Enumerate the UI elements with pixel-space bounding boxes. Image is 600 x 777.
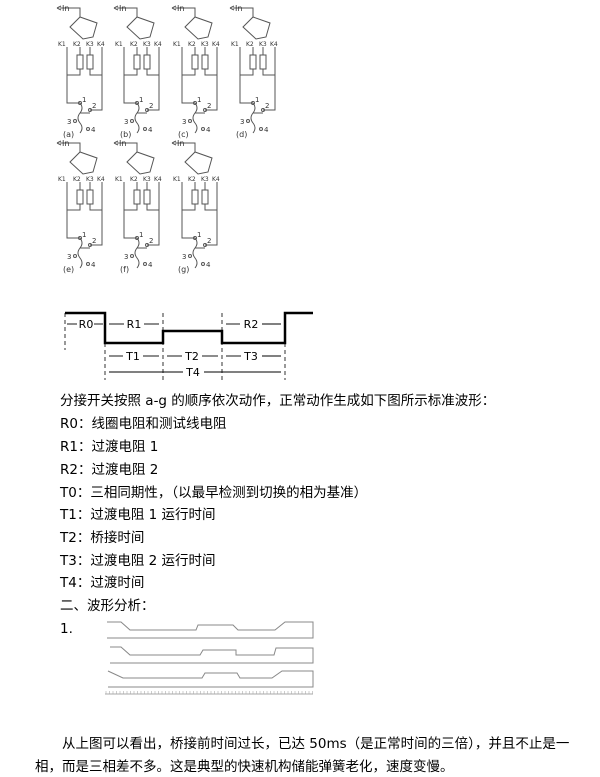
def-r0: R0：线圈电阻和测试线电阻 [60,416,227,432]
svg-text:K4: K4 [212,176,220,183]
svg-text:4: 4 [206,126,211,134]
svg-text:4: 4 [148,261,153,269]
svg-text:4: 4 [264,126,269,134]
def-r1: R1：过渡电阻 1 [60,439,159,455]
svg-text:2: 2 [149,102,153,110]
def-t2: T2：桥接时间 [60,530,145,546]
def-r2: R2：过渡电阻 2 [60,462,159,478]
label-r1: R1 [127,318,142,331]
def-t4: T4：过渡时间 [60,575,145,591]
circuit-panel [171,5,218,134]
svg-text:K3: K3 [201,176,209,183]
def-t3: T3：过渡电阻 2 运行时间 [60,553,216,569]
svg-text:2: 2 [265,102,269,110]
intro-text: 分接开关按照 a-g 的顺序依次动作，正常动作生成如下图所示标准波形： [60,393,496,409]
svg-text:K2: K2 [73,176,81,183]
svg-text:In: In [62,4,69,13]
svg-text:K3: K3 [143,176,151,183]
svg-text:2: 2 [92,102,96,110]
svg-text:K4: K4 [270,41,278,48]
label-r2: R2 [244,318,259,331]
circuit-panel [113,140,160,269]
svg-text:2: 2 [92,237,96,245]
svg-text:2: 2 [149,237,153,245]
svg-text:1: 1 [82,231,86,239]
svg-text:2: 2 [207,102,211,110]
svg-text:In: In [119,139,126,148]
svg-text:4: 4 [206,261,211,269]
label-t4: T4 [185,366,200,379]
label-t2: T2 [184,350,199,363]
standard-waveform-diagram: R0 R1 R2 T1 T2 T3 T4 [64,311,313,380]
svg-text:K3: K3 [143,41,151,48]
svg-text:1: 1 [197,96,201,104]
svg-text:K2: K2 [130,176,138,183]
svg-text:K2: K2 [188,176,196,183]
section-heading: 二、波形分析： [60,598,155,614]
label-t3: T3 [243,350,258,363]
svg-text:K4: K4 [154,41,162,48]
svg-text:K4: K4 [212,41,220,48]
svg-text:(a): (a) [63,130,74,139]
def-t0: T0：三相同期性，（以最早检测到切换的相为基准） [60,485,368,501]
circuit-panel [56,140,103,269]
conclusion-paragraph: 从上图可以看出，桥接前时间过长，已达 50ms（是正常时间的三倍），并且不止是一… [35,736,570,775]
label-t1: T1 [125,350,140,363]
circuit-panel [229,5,276,134]
svg-text:1: 1 [197,231,201,239]
svg-text:K3: K3 [86,41,94,48]
svg-text:In: In [62,139,69,148]
svg-text:1: 1 [255,96,259,104]
label-r0: R0 [79,318,94,331]
svg-text:K3: K3 [259,41,267,48]
svg-text:3: 3 [240,118,244,126]
item-number: 1. [60,621,73,637]
svg-text:4: 4 [91,261,96,269]
svg-text:1: 1 [139,96,143,104]
svg-text:K4: K4 [154,176,162,183]
svg-text:K4: K4 [97,41,105,48]
svg-text:1: 1 [82,96,86,104]
svg-text:K1: K1 [231,41,239,48]
svg-text:In: In [235,4,242,13]
svg-text:1: 1 [139,231,143,239]
svg-text:(b): (b) [120,130,131,139]
svg-text:4: 4 [148,126,153,134]
svg-text:4: 4 [91,126,96,134]
circuit-panel [56,5,103,134]
svg-text:K2: K2 [246,41,254,48]
recorded-waveforms [105,621,314,695]
svg-text:K2: K2 [188,41,196,48]
svg-text:(f): (f) [120,265,129,274]
svg-text:K3: K3 [86,176,94,183]
svg-text:(d): (d) [236,130,247,139]
svg-text:(c): (c) [178,130,189,139]
svg-text:K1: K1 [173,176,181,183]
svg-text:K2: K2 [130,41,138,48]
svg-text:In: In [177,4,184,13]
circuit-panel [113,5,160,134]
svg-text:3: 3 [124,118,128,126]
svg-text:K2: K2 [73,41,81,48]
circuit-panel [171,140,218,269]
svg-text:2: 2 [207,237,211,245]
svg-text:K3: K3 [201,41,209,48]
svg-text:In: In [119,4,126,13]
svg-text:K4: K4 [97,176,105,183]
svg-text:K1: K1 [58,176,66,183]
svg-text:K1: K1 [173,41,181,48]
def-t1: T1：过渡电阻 1 运行时间 [60,507,216,523]
svg-text:3: 3 [182,118,186,126]
svg-text:K1: K1 [115,41,123,48]
svg-text:K1: K1 [58,41,66,48]
svg-text:(e): (e) [63,265,74,274]
svg-text:In: In [177,139,184,148]
svg-text:(g): (g) [178,265,189,274]
svg-text:K1: K1 [115,176,123,183]
svg-text:3: 3 [182,253,186,261]
svg-text:3: 3 [124,253,128,261]
svg-text:3: 3 [67,253,71,261]
svg-text:3: 3 [67,118,71,126]
